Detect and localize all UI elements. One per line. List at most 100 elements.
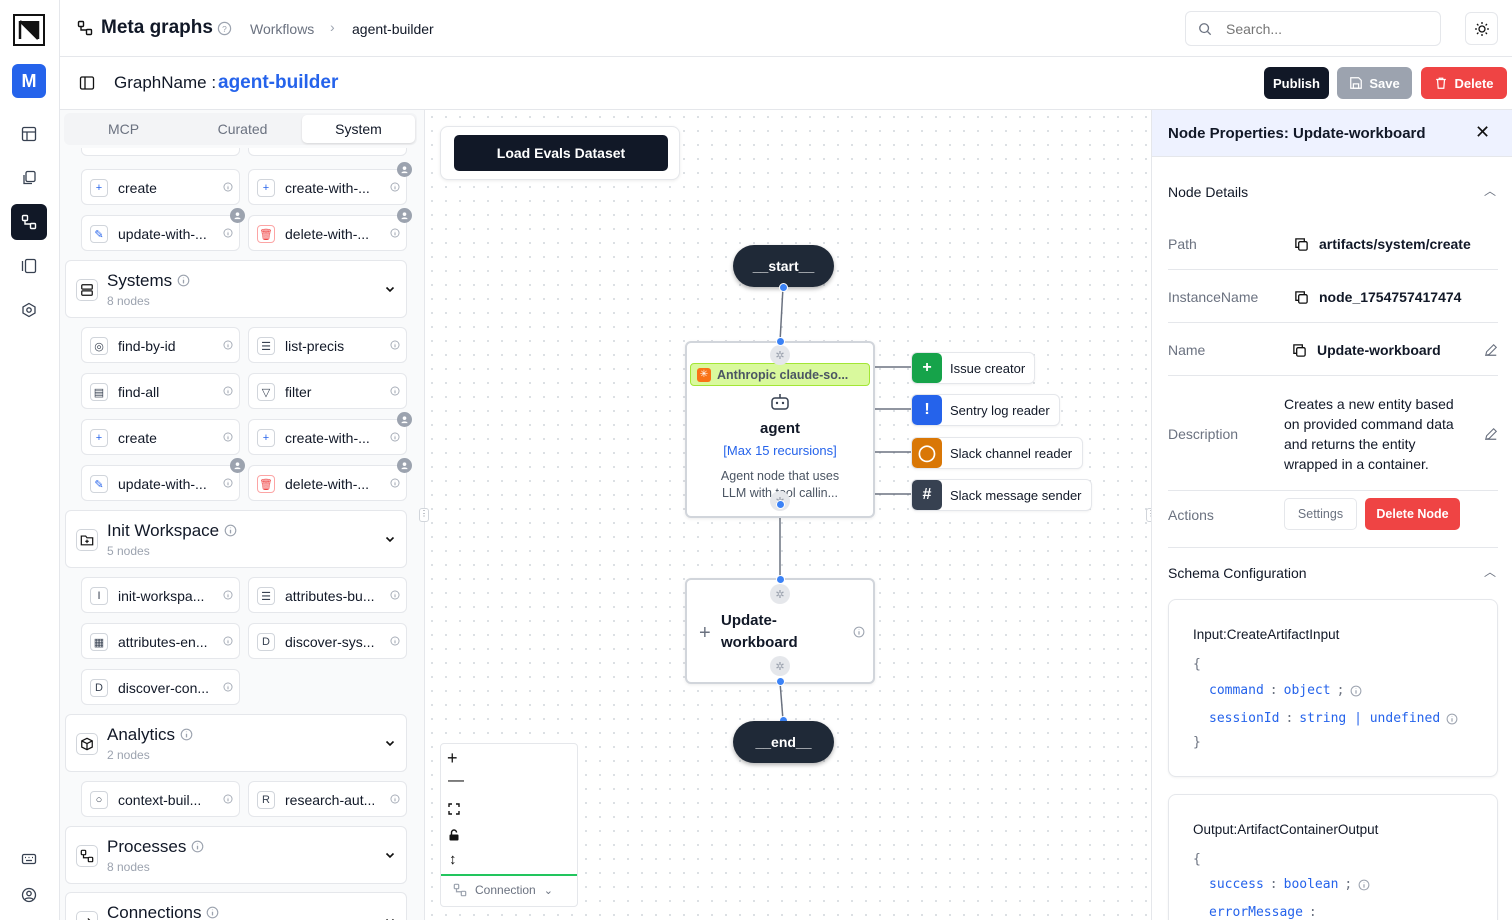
- info-icon[interactable]: [223, 228, 233, 238]
- chevron-down-icon[interactable]: [384, 533, 396, 545]
- copy-icon[interactable]: [1294, 237, 1309, 252]
- theme-toggle-button[interactable]: [1465, 12, 1498, 45]
- sidebar-toggle-icon[interactable]: [79, 75, 95, 91]
- info-icon[interactable]: [853, 626, 865, 638]
- tab-curated[interactable]: Curated: [217, 121, 268, 137]
- end-node[interactable]: __end__: [733, 721, 834, 763]
- keyboard-nav-button[interactable]: [11, 841, 47, 877]
- copy-icon[interactable]: [1292, 343, 1307, 358]
- delete-node-button[interactable]: Delete Node: [1365, 498, 1460, 530]
- search-box[interactable]: [1185, 11, 1441, 46]
- chevron-up-icon[interactable]: ︿: [1484, 565, 1497, 579]
- help-icon[interactable]: ?: [217, 21, 232, 36]
- graph-canvas[interactable]: Load Evals Dataset __start__ ✳ Anthropic…: [425, 110, 1151, 920]
- info-icon[interactable]: [390, 386, 400, 396]
- tab-mcp[interactable]: MCP: [107, 121, 140, 137]
- graph-name[interactable]: agent-builder: [218, 72, 339, 93]
- close-icon[interactable]: ✕: [1475, 122, 1491, 142]
- info-icon[interactable]: [223, 478, 233, 488]
- app-logo[interactable]: [13, 14, 45, 46]
- palette-node-chip[interactable]: ✎update-with-...: [81, 458, 245, 501]
- chevron-down-icon[interactable]: [384, 283, 396, 295]
- vertical-layout-icon[interactable]: ↕: [449, 851, 457, 868]
- palette-node-chip[interactable]: ▦attributes-en...: [81, 623, 240, 659]
- start-handle[interactable]: [779, 283, 788, 292]
- publish-button[interactable]: Publish: [1264, 67, 1329, 99]
- info-icon[interactable]: [1446, 713, 1458, 725]
- update-input-handle[interactable]: [776, 575, 785, 584]
- chevron-down-icon[interactable]: [384, 849, 396, 861]
- save-button[interactable]: Save: [1337, 67, 1412, 99]
- palette-node-chip[interactable]: ☰list-precis: [248, 327, 407, 363]
- bug-icon[interactable]: ✲: [770, 345, 790, 365]
- zoom-in-button[interactable]: +: [447, 748, 458, 768]
- palette-node-chip[interactable]: ▽filter: [248, 373, 407, 409]
- palette-node-chip[interactable]: 🗑delete-with-...: [248, 458, 412, 501]
- info-icon[interactable]: [223, 682, 233, 692]
- info-icon[interactable]: [1358, 879, 1370, 891]
- info-icon[interactable]: [390, 340, 400, 350]
- palette-node-chip[interactable]: +create: [81, 419, 240, 455]
- chevron-up-icon[interactable]: ︿: [1484, 184, 1497, 198]
- fit-view-icon[interactable]: [448, 803, 460, 815]
- palette-node-chip[interactable]: +create-with-...: [248, 162, 412, 205]
- node-details-heading[interactable]: Node Details: [1168, 184, 1249, 200]
- load-evals-button[interactable]: Load Evals Dataset: [454, 135, 668, 171]
- settings-nav-button[interactable]: [11, 292, 47, 328]
- connection-selector[interactable]: Connection ⌄: [453, 883, 553, 897]
- info-icon[interactable]: [390, 478, 400, 488]
- copy-icon[interactable]: [1294, 290, 1309, 305]
- info-icon[interactable]: [223, 182, 233, 192]
- settings-button[interactable]: Settings: [1284, 498, 1357, 530]
- tool-node[interactable]: #Slack message sender: [911, 479, 1092, 511]
- palette-group[interactable]: Processes 8 nodes: [65, 826, 407, 884]
- palette-node-chip[interactable]: ◎find-by-id: [81, 327, 240, 363]
- chevron-down-icon[interactable]: [384, 915, 396, 920]
- bug-icon[interactable]: ✲: [770, 656, 790, 676]
- palette-node-chip[interactable]: 🗑delete-with-...: [248, 208, 412, 251]
- edit-icon[interactable]: [1484, 343, 1498, 357]
- info-icon[interactable]: [390, 182, 400, 192]
- info-icon[interactable]: [390, 636, 400, 646]
- info-icon[interactable]: [223, 340, 233, 350]
- chevron-down-icon[interactable]: [384, 737, 396, 749]
- bug-icon[interactable]: ✲: [770, 584, 790, 604]
- palette-group[interactable]: Connections: [65, 892, 407, 920]
- info-icon[interactable]: [223, 386, 233, 396]
- agent-input-handle[interactable]: [776, 337, 785, 346]
- agent-output-handle[interactable]: [776, 500, 785, 509]
- palette-node-chip[interactable]: ☰attributes-bu...: [248, 577, 407, 613]
- panels-nav-button[interactable]: [11, 248, 47, 284]
- palette-node-chip[interactable]: +create-with-...: [248, 412, 412, 455]
- tool-node[interactable]: !Sentry log reader: [911, 394, 1060, 426]
- start-node[interactable]: __start__: [733, 245, 834, 287]
- user-nav-button[interactable]: [11, 877, 47, 913]
- left-resize-handle[interactable]: ⋮: [419, 508, 429, 522]
- delete-button[interactable]: Delete: [1421, 67, 1507, 99]
- palette-node-chip[interactable]: ○context-buil...: [81, 781, 240, 817]
- info-icon[interactable]: [223, 636, 233, 646]
- zoom-out-button[interactable]: —: [448, 772, 464, 789]
- documents-nav-button[interactable]: [11, 160, 47, 196]
- info-icon[interactable]: [390, 794, 400, 804]
- workspace-avatar[interactable]: M: [12, 64, 46, 98]
- tool-node[interactable]: +Issue creator: [911, 352, 1035, 384]
- palette-node-chip[interactable]: +create: [81, 169, 240, 205]
- search-input[interactable]: [1226, 18, 1426, 40]
- breadcrumb-workflows[interactable]: Workflows: [250, 21, 315, 37]
- info-icon[interactable]: [223, 794, 233, 804]
- info-icon[interactable]: [1350, 685, 1362, 697]
- palette-group[interactable]: Systems 8 nodes: [65, 260, 407, 318]
- info-icon[interactable]: [390, 590, 400, 600]
- info-icon[interactable]: [223, 590, 233, 600]
- edit-icon[interactable]: [1484, 427, 1498, 441]
- info-icon[interactable]: [390, 432, 400, 442]
- schema-heading[interactable]: Schema Configuration: [1168, 565, 1307, 581]
- tool-node[interactable]: ◯Slack channel reader: [911, 437, 1083, 469]
- info-icon[interactable]: [390, 228, 400, 238]
- palette-group[interactable]: Init Workspace 5 nodes: [65, 510, 407, 568]
